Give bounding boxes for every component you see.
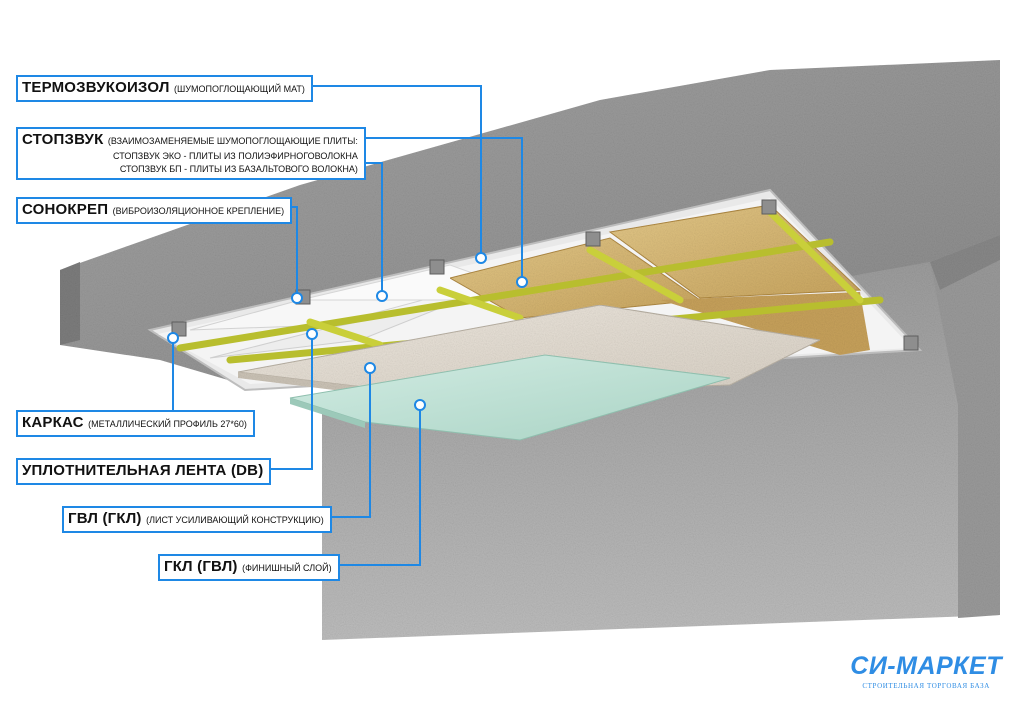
brand-logo: СИ-МАРКЕТ СТРОИТЕЛЬНАЯ ТОРГОВАЯ БАЗА <box>850 652 1002 690</box>
callout-dot <box>475 252 487 264</box>
callout-dot <box>516 276 528 288</box>
label-gvl: ГВЛ (ГКЛ) (ЛИСТ УСИЛИВАЮЩИЙ КОНСТРУКЦИЮ) <box>62 506 332 533</box>
callout-dot <box>291 292 303 304</box>
label-karkas: КАРКАС (МЕТАЛЛИЧЕСКИЙ ПРОФИЛЬ 27*60) <box>16 410 255 437</box>
brand-name: СИ-МАРКЕТ <box>850 652 1002 680</box>
callout-line <box>340 137 523 282</box>
brand-tagline: СТРОИТЕЛЬНАЯ ТОРГОВАЯ БАЗА <box>862 682 990 690</box>
label-stopzvuk: СТОПЗВУК (ВЗАИМОЗАМЕНЯЕМЫЕ ШУМОПОГЛОЩАЮЩ… <box>16 127 366 180</box>
callout-dot <box>167 332 179 344</box>
label-termozvukoizol: ТЕРМОЗВУКОИЗОЛ (ШУМОПОГЛОЩАЮЩИЙ МАТ) <box>16 75 313 102</box>
callout-dot <box>376 290 388 302</box>
callout-dots <box>167 252 528 411</box>
label-uplotnitelnaya-lenta: УПЛОТНИТЕЛЬНАЯ ЛЕНТА (DB) <box>16 458 272 485</box>
gkl-sheet <box>289 354 731 441</box>
callout-lines <box>172 85 523 566</box>
label-sonokrep: СОНОКРЕП (ВИБРОИЗОЛЯЦИОННОЕ КРЕПЛЕНИЕ) <box>16 197 293 224</box>
callout-line <box>286 85 482 258</box>
callout-line <box>324 405 421 566</box>
callout-dot <box>306 328 318 340</box>
callout-dot <box>364 362 376 374</box>
label-gkl: ГКЛ (ГВЛ) (ФИНИШНЫЙ СЛОЙ) <box>158 554 340 581</box>
callout-dot <box>414 399 426 411</box>
